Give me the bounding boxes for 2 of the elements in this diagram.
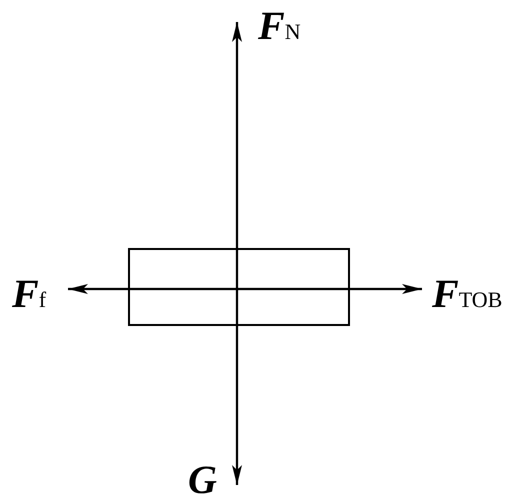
block-rectangle bbox=[128, 248, 350, 326]
force-label: G bbox=[188, 460, 217, 500]
